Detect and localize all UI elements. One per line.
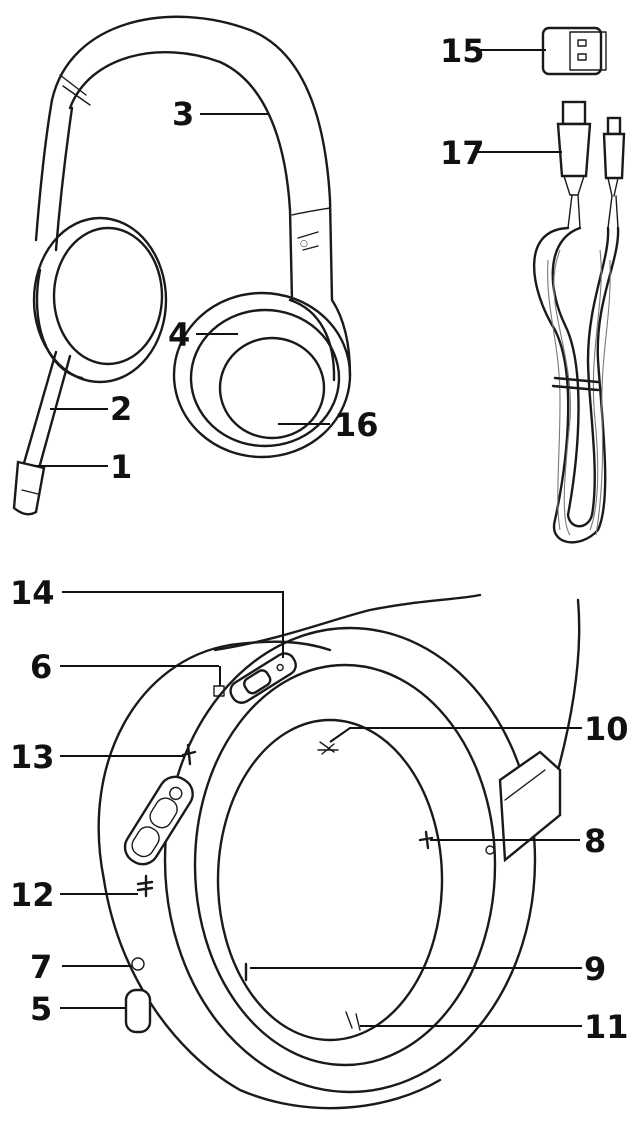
callout-2: 2 — [110, 390, 132, 428]
callout-4: 4 — [168, 316, 190, 354]
callout-labels: 1 2 3 4 5 6 7 8 9 10 11 12 13 14 15 16 1… — [10, 32, 629, 1046]
callout-1: 1 — [110, 448, 132, 486]
callout-6: 6 — [30, 648, 52, 686]
callout-3: 3 — [172, 95, 194, 133]
callout-13: 13 — [10, 738, 55, 776]
usb-receiver-illustration — [541, 26, 607, 76]
earcup-detail-illustration — [97, 593, 581, 1110]
callout-15: 15 — [440, 32, 485, 70]
usb-cable-illustration — [532, 100, 626, 544]
headset-illustration: ○ — [12, 15, 352, 516]
callout-9: 9 — [584, 950, 606, 988]
leader-lines — [34, 49, 582, 1027]
callout-14: 14 — [10, 574, 55, 612]
callout-8: 8 — [584, 822, 606, 860]
callout-17: 17 — [440, 134, 485, 172]
callout-12: 12 — [10, 876, 55, 914]
callout-11: 11 — [584, 1008, 629, 1046]
svg-text:○: ○ — [300, 239, 308, 249]
callout-5: 5 — [30, 990, 52, 1028]
callout-16: 16 — [334, 406, 379, 444]
callout-7: 7 — [30, 948, 52, 986]
callout-10: 10 — [584, 710, 629, 748]
